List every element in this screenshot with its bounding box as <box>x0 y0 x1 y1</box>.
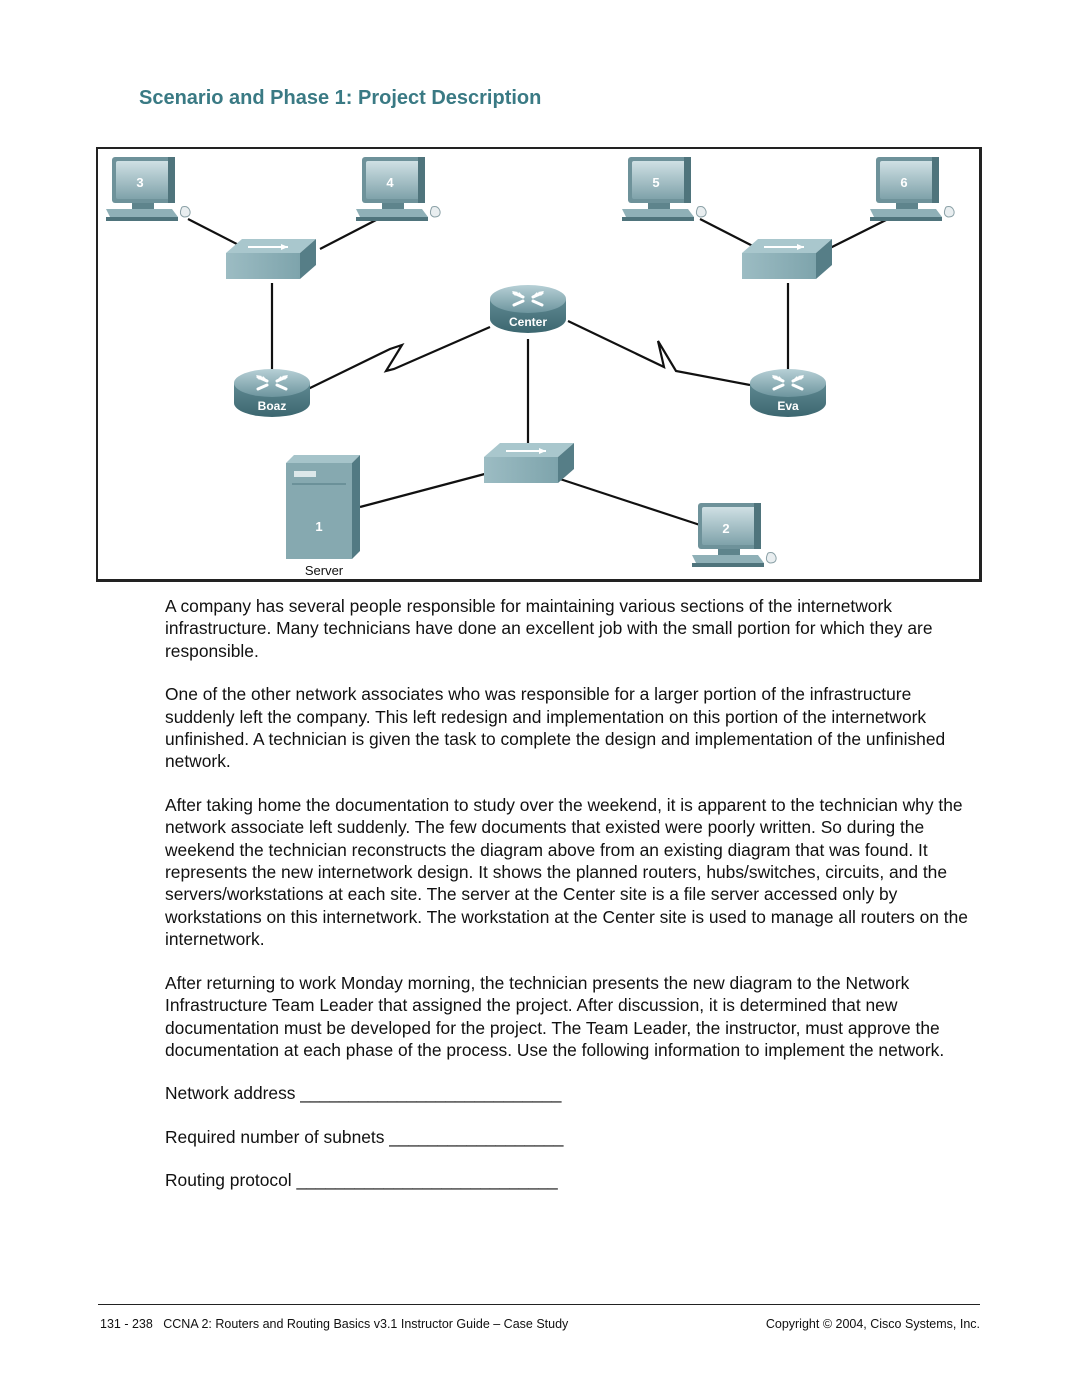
workstation-5: 5 <box>621 156 707 222</box>
router-boaz: Boaz <box>232 367 312 419</box>
workstation-4: 4 <box>355 156 441 222</box>
network-address-field: Network address ________________________… <box>165 1083 562 1104</box>
switch-eva <box>741 238 833 280</box>
network-diagram: 3 4 5 6 2 Center Boaz <box>96 147 982 582</box>
section-heading: Scenario and Phase 1: Project Descriptio… <box>139 87 542 109</box>
routing-protocol-field: Routing protocol _______________________… <box>165 1170 558 1191</box>
switch-center <box>483 442 575 484</box>
diagram-links <box>187 218 889 527</box>
svg-text:3: 3 <box>136 175 143 190</box>
paragraph: After returning to work Monday morning, … <box>165 972 945 1060</box>
switch-boaz <box>225 238 317 280</box>
paragraph: A company has several people responsible… <box>165 596 933 661</box>
svg-text:Center: Center <box>509 315 547 329</box>
svg-text:2: 2 <box>722 521 729 536</box>
svg-text:4: 4 <box>386 175 394 190</box>
router-center: Center <box>488 283 568 335</box>
svg-text:Boaz: Boaz <box>258 399 287 413</box>
network-diagram-svg: 3 4 5 6 2 Center Boaz <box>105 156 955 578</box>
required-subnets-field: Required number of subnets _____________… <box>165 1126 564 1147</box>
server-caption: Server <box>305 563 344 578</box>
workstation-6: 6 <box>869 156 955 222</box>
svg-text:6: 6 <box>900 175 907 190</box>
svg-text:5: 5 <box>652 175 659 190</box>
workstation-3: 3 <box>105 156 191 222</box>
workstation-2: 2 <box>691 502 777 568</box>
svg-text:1: 1 <box>315 519 322 534</box>
router-eva: Eva <box>748 367 828 419</box>
paragraph: After taking home the documentation to s… <box>165 794 968 950</box>
footer-page-info: 131 - 238 CCNA 2: Routers and Routing Ba… <box>100 1317 569 1331</box>
footer-copyright: Copyright © 2004, Cisco Systems, Inc. <box>765 1317 980 1331</box>
svg-text:Eva: Eva <box>777 399 799 413</box>
paragraph: One of the other network associates who … <box>165 684 946 772</box>
body-text: A company has several people responsible… <box>165 595 985 1213</box>
file-server: 1 <box>286 455 360 559</box>
footer-divider <box>98 1304 980 1305</box>
